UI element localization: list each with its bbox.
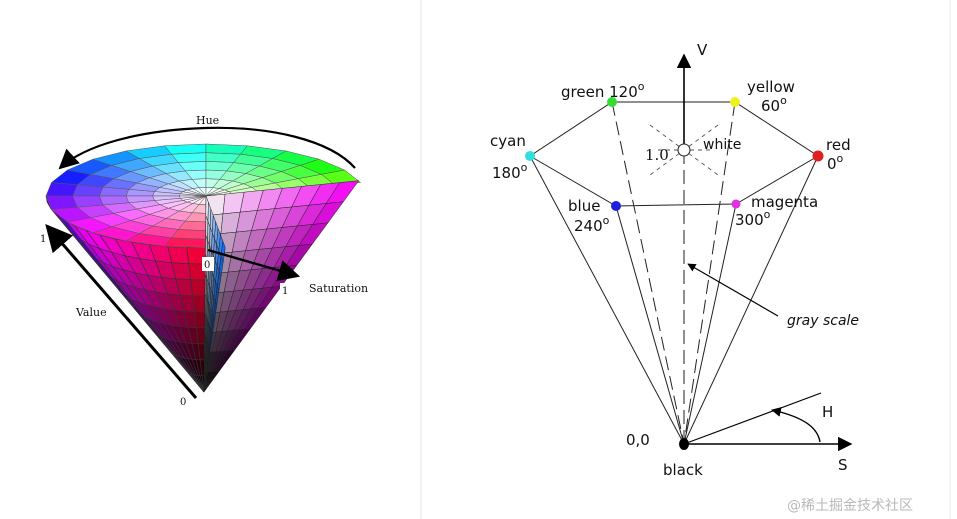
top-value-label: 1.0 [645,146,669,164]
value-top-tick: 1 [40,234,46,245]
white-label: white [703,137,741,153]
hsv-cone [45,143,362,393]
edge-blue-apex [615,205,685,445]
blue-angle: 240o [574,214,610,235]
cone-top-cell [164,143,207,155]
magenta-label: magenta [751,193,818,211]
hidden-edge-green-apex [611,101,685,445]
cyan-label: cyan [490,132,526,150]
origin-label: 0,0 [626,431,650,449]
red-vertex-dot [812,150,824,162]
cutaway-face-cell [203,376,207,393]
saturation-axis-arrow [207,248,301,281]
cone-side-cell [190,279,206,297]
magenta-vertex-dot [731,199,741,209]
magenta-angle: 300o [735,208,771,229]
black-point [679,438,689,450]
gray-scale-label: gray scale [787,313,859,329]
cone-top-cell [45,195,78,210]
cone-top-cell [164,237,207,249]
hexagon-outline [529,101,819,207]
saturation-label: Saturation [309,282,368,295]
cone-side-cell [186,370,205,393]
value-axis-arrow [45,223,198,399]
value-bottom-tick: 0 [180,397,186,408]
v-axis-label: V [697,41,708,59]
red-label: red [826,136,851,154]
s-axis-label: S [838,456,848,474]
sat-start-box [202,257,214,271]
value-label: Value [75,306,107,319]
sat-end-tick: 1 [282,286,288,297]
hexcone-diagram: V 1.0 white gray scale S H 0,0 black gre… [490,41,859,479]
white-point [677,143,691,157]
cone-top-cell [320,169,362,186]
h-label: H [822,403,833,421]
sat-start-tick: 0 [204,260,210,271]
yellow-angle: 60o [761,94,787,115]
black-label: black [663,461,703,479]
green-label: green 120o [561,80,645,101]
h-ray [683,392,822,445]
green-vertex-dot [607,97,617,107]
cone-top-cell [72,195,104,208]
red-angle: 0o [827,152,844,173]
cyan-vertex-dot [525,151,535,161]
blue-label: blue [568,197,600,215]
watermark-text: @稀土掘金技术社区 [787,498,913,514]
cone-top-cell [205,143,248,155]
yellow-label: yellow [747,78,795,96]
gray-scale-pointer [687,263,779,317]
yellow-vertex-dot [730,97,740,107]
cutaway-face-cell [203,370,221,393]
hue-label: Hue [196,114,219,127]
h-angle-arrow [771,407,821,443]
sat-end-box [280,283,292,297]
hue-arc-arrow [58,126,356,170]
cone-top-surface [45,143,362,249]
edge-cyan-apex [529,155,685,445]
edge-magenta-apex [683,203,737,445]
cyan-angle: 180o [492,161,528,182]
blue-vertex-dot [611,201,621,211]
hidden-edge-yellow-apex [683,101,736,445]
